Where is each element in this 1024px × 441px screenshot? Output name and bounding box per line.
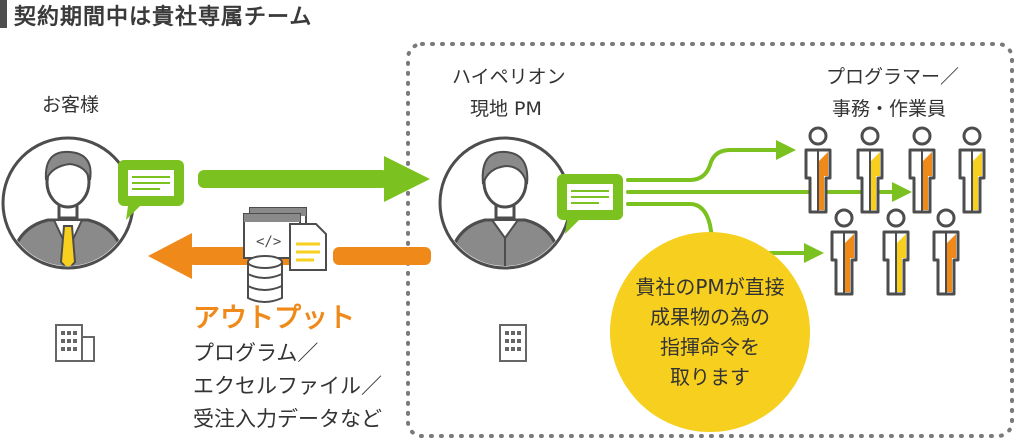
note-line-3: 指揮命令を [660,335,760,359]
output-item-3: 受注入力データなど [193,407,382,431]
pm-note-circle: 貴社のPMが直接 成果物の為の 指揮命令を 取ります [610,232,810,432]
worker-icon [856,126,884,214]
request-arrow [198,156,430,202]
pm-building-icon [499,324,527,362]
pm-label-line2: 現地 PM [470,98,542,120]
workers-label-line1: プログラマー／ [826,66,960,88]
output-heading: アウトプット [193,303,355,334]
document-stack-icon: </> [243,207,327,271]
worker-icon [932,208,960,296]
title-accent-bar [0,0,7,28]
workers-label-line2: 事務・作業員 [832,98,947,120]
page-title: 契約期間中は貴社専属チーム [14,5,313,30]
worker-icon [804,126,832,214]
svg-text:</>: </> [256,234,281,250]
note-line-1: 貴社のPMが直接 [635,275,785,299]
instruction-arrowheads [776,140,912,263]
output-item-2: エクセルファイル／ [193,374,382,398]
pm-speech-bubble-icon [557,174,623,234]
pm-avatar-icon [438,136,572,270]
pm-label-line1: ハイペリオン [452,66,566,88]
note-line-4: 取ります [670,365,750,389]
output-item-1: プログラム／ [193,341,319,365]
database-icon [247,255,283,303]
team-boundary [406,42,1014,438]
building-icon [55,324,95,362]
worker-icon [958,126,986,214]
worker-icon [830,208,858,296]
worker-icon [908,126,936,214]
note-line-2: 成果物の為の [650,305,770,329]
worker-icon [882,208,910,296]
customer-label: お客様 [42,94,100,116]
speech-bubble-icon [118,160,184,220]
